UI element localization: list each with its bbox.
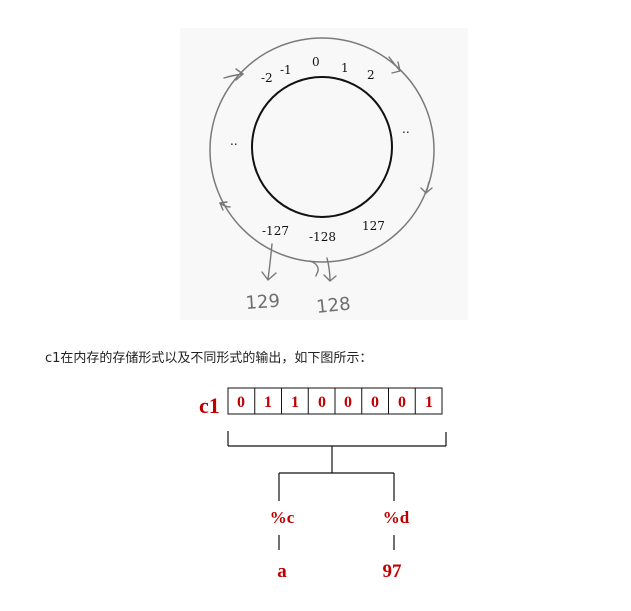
format-char: %c (270, 508, 295, 527)
arrow-down-right-head (323, 274, 337, 282)
arrow-down-left-head (261, 271, 277, 281)
label-one: 1 (341, 61, 349, 75)
label-neg1: -1 (280, 63, 292, 77)
value-int: 97 (383, 561, 403, 582)
value-char: a (277, 561, 287, 582)
memory-label: c1 (199, 393, 220, 418)
bit-value: 0 (371, 394, 379, 411)
format-int: %d (383, 508, 410, 527)
label-pos127: 127 (362, 219, 385, 233)
label-neg2: -2 (261, 71, 273, 85)
ring-labels: -2 -1 0 1 2 .. .. -127 -128 127 (230, 55, 410, 244)
arrow-top-left (223, 73, 244, 79)
outer-circle (209, 37, 435, 263)
label-zero: 0 (312, 55, 320, 69)
ring-arrows (219, 56, 433, 282)
hand-label-128: 128 (315, 293, 351, 317)
bit-value: 0 (398, 394, 406, 411)
caption-text: c1在内存的存储形式以及不同形式的输出，如下图所示： (45, 351, 373, 366)
arrow-left-head (219, 201, 228, 211)
arrow-top-right-head (391, 61, 401, 74)
arrow-down-right-stem (326, 257, 331, 282)
bit-value: 1 (291, 394, 299, 411)
hand-labels: 129 128 (245, 291, 352, 318)
bit-value: 1 (264, 394, 272, 411)
hand-label-129: 129 (245, 291, 281, 314)
label-neg128: -128 (309, 230, 336, 244)
bit-boxes: 0 1 1 0 0 0 0 1 (227, 387, 443, 415)
bit-value: 0 (344, 394, 352, 411)
label-two: 2 (367, 68, 375, 82)
arrow-top-left-head (235, 68, 244, 81)
label-dots-right: .. (402, 122, 410, 136)
output-labels: %c %d a 97 (270, 508, 410, 582)
label-neg127: -127 (262, 224, 289, 238)
arrow-down-right-loop (309, 260, 319, 277)
inner-circle (251, 76, 393, 218)
arrow-down-left (267, 243, 273, 280)
bit-value: 1 (425, 394, 433, 411)
arrow-right-head (420, 187, 433, 194)
bit-value: 0 (237, 394, 245, 411)
connector-lines (227, 431, 447, 550)
label-dots-left: .. (230, 134, 238, 148)
bit-value: 0 (318, 394, 326, 411)
